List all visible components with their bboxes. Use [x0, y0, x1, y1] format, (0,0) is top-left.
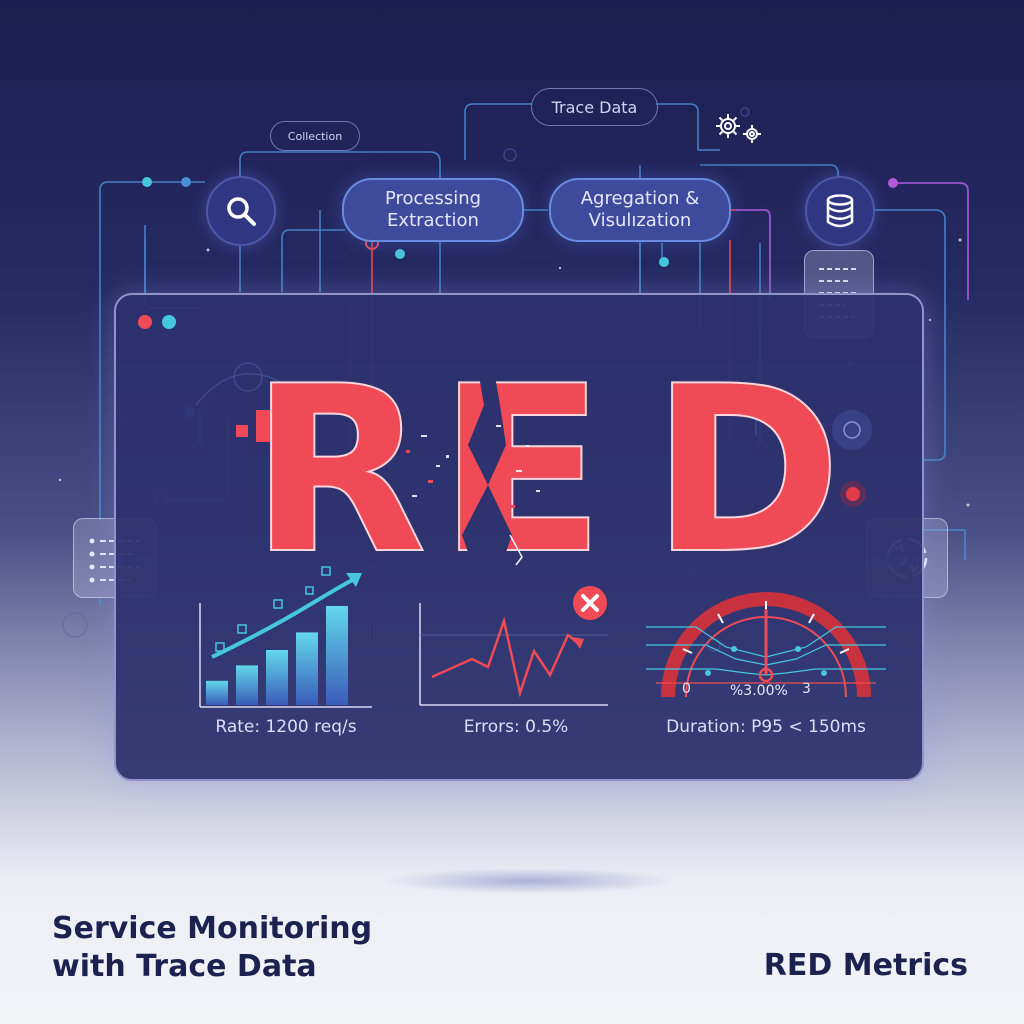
- rate-bar: [296, 632, 318, 705]
- collection-node: Collection: [270, 121, 360, 151]
- rate-bar: [326, 606, 348, 705]
- search-node: [206, 176, 276, 246]
- window-dot-cyan: [162, 315, 176, 329]
- window-dot-red: [138, 315, 152, 329]
- red-dashboard-panel: R E E D: [114, 293, 924, 781]
- footer-red-metrics: RED Metrics: [763, 948, 968, 983]
- trace-data-node: Trace Data: [531, 88, 658, 126]
- errors-line: [431, 616, 581, 698]
- red-headline-r: R: [250, 338, 427, 605]
- target-icon: [832, 410, 872, 450]
- database-node: [805, 176, 875, 246]
- rate-bar: [266, 650, 288, 705]
- footer-title: Service Monitoring with Trace Data: [52, 911, 373, 984]
- rate-bar: [206, 680, 228, 705]
- aggregation-visualization-node: Agregation & Visulızation: [549, 178, 731, 242]
- gauge-max-label: 3: [802, 681, 811, 697]
- errors-chart: [419, 603, 608, 706]
- processing-extraction-node: Processing Extraction: [342, 178, 524, 242]
- errors-metric-label: Errors: 0.5%: [463, 717, 569, 737]
- duration-metric-label: Duration: P95 < 150ms: [666, 717, 866, 737]
- duration-gauge: [646, 592, 886, 698]
- gauge-min-label: 0: [682, 681, 691, 697]
- gauge-arc: [661, 592, 871, 698]
- red-headline-d: D: [651, 338, 842, 605]
- database-icon: [826, 194, 854, 228]
- gauge-value: %3.00%: [730, 683, 788, 699]
- search-icon: [227, 197, 256, 226]
- panel-shadow: [380, 868, 680, 894]
- rate-bar: [236, 665, 258, 705]
- rate-metric-label: Rate: 1200 req/s: [215, 717, 357, 737]
- panel-art: R E E D: [195, 337, 872, 652]
- rate-chart: [199, 566, 372, 708]
- rate-trend-arrow: [211, 575, 359, 659]
- error-icon: [573, 586, 607, 620]
- gear-icon: [716, 114, 761, 143]
